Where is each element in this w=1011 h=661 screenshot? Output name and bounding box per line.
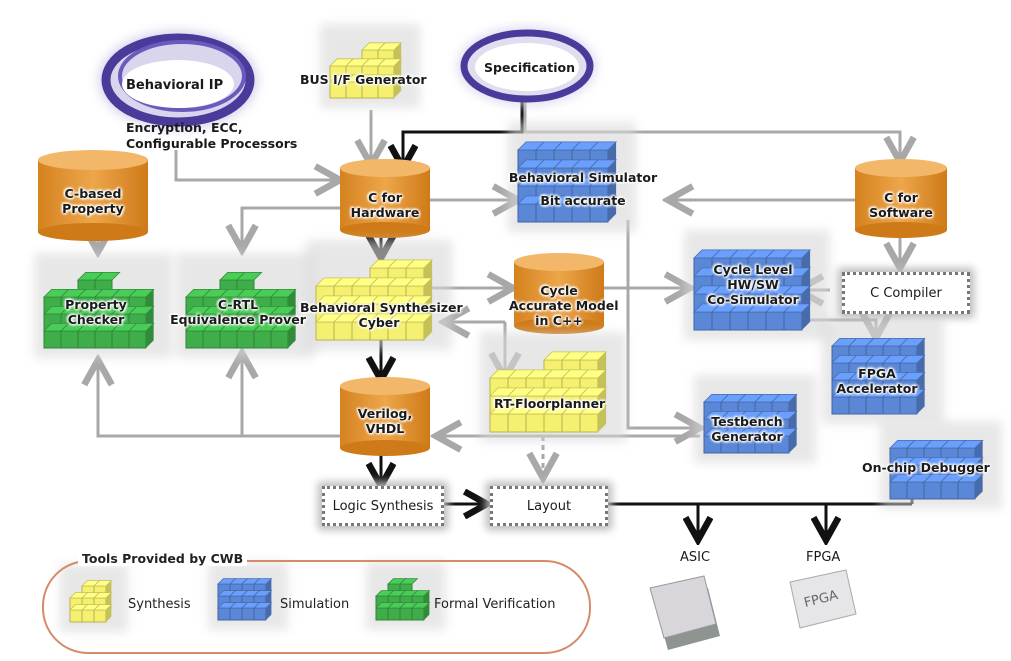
property-checker-line2: Checker xyxy=(67,312,125,327)
specification-ring xyxy=(457,26,597,106)
legend-synthesis-label: Synthesis xyxy=(128,597,191,612)
testbench-generator-cubes xyxy=(694,375,816,463)
on-chip-debugger-label[interactable]: On-chip Debugger xyxy=(862,460,990,475)
behavioral-ip-label[interactable]: Behavioral IP xyxy=(126,78,224,93)
c-rtl-prover-cubes xyxy=(176,253,315,358)
property-checker-line1: Property xyxy=(65,297,127,312)
behavioral-synthesizer-line1: Behavioral Synthesizer xyxy=(300,300,463,315)
co-simulator-cubes xyxy=(684,230,830,340)
behavioral-simulator-cubes xyxy=(508,122,636,232)
c-for-software-line2: Software xyxy=(869,205,933,220)
cycle-model-line2: Accurate Model xyxy=(509,298,619,313)
legend-simulation-label: Simulation xyxy=(280,597,350,612)
cycle-accurate-model-label[interactable]: Cycle Accurate Model in C++ xyxy=(509,283,619,328)
fpga-accelerator-label[interactable]: FPGA Accelerator xyxy=(832,366,922,396)
co-simulator-line1: Cycle Level xyxy=(713,262,793,277)
specification-label[interactable]: Specification xyxy=(484,60,575,75)
c-compiler-box[interactable]: C Compiler xyxy=(842,272,970,314)
bus-if-generator-label[interactable]: BUS I/F Generator xyxy=(300,72,427,87)
fpga-label: FPGA xyxy=(806,550,841,565)
c-rtl-prover-line2: Equivalence Prover xyxy=(170,312,306,327)
testbench-generator-line2: Generator xyxy=(711,429,783,444)
co-simulator-line3: Co-Simulator xyxy=(707,292,799,307)
verilog-vhdl-line1: Verilog, xyxy=(357,406,413,421)
behavioral-simulator-line1: Behavioral Simulator xyxy=(508,170,658,185)
bus-if-generator-cubes xyxy=(320,24,420,108)
c-for-software-line1: C for xyxy=(884,190,918,205)
behavioral-simulator-line2: Bit accurate xyxy=(540,193,626,208)
legend-formal-verification-label: Formal Verification xyxy=(434,597,556,612)
behavioral-synthesizer-cubes xyxy=(306,240,452,350)
c-for-hardware-line1: C for xyxy=(368,190,402,205)
fpga-accelerator-line1: FPGA xyxy=(858,366,896,381)
legend-formal-verification-icon xyxy=(366,562,446,630)
asic-chip-icon xyxy=(649,575,720,650)
behavioral-ip-note-line2: Configurable Processors xyxy=(126,136,298,151)
property-checker-label[interactable]: Property Checker xyxy=(56,297,136,327)
property-checker-cubes xyxy=(34,253,173,358)
behavioral-ip-ring xyxy=(98,30,258,130)
behavioral-synthesizer-line2: Cyber xyxy=(358,315,400,330)
layout-label: Layout xyxy=(526,498,572,514)
verilog-vhdl-label[interactable]: Verilog, VHDL xyxy=(345,406,425,436)
c-for-hardware-cylinder xyxy=(340,159,430,238)
c-for-software-label[interactable]: C for Software xyxy=(861,190,941,220)
fpga-chip-icon xyxy=(789,569,857,629)
legend-box xyxy=(42,560,591,654)
cycle-accurate-model-cylinder xyxy=(514,253,604,334)
c-compiler-label: C Compiler xyxy=(870,285,942,301)
c-based-property-line1: C-based xyxy=(64,186,122,201)
testbench-generator-label[interactable]: Testbench Generator xyxy=(702,414,792,444)
co-simulator-label[interactable]: Cycle Level HW/SW Co-Simulator xyxy=(700,262,806,307)
rt-floorplanner-cubes xyxy=(480,332,626,442)
c-for-hardware-label[interactable]: C for Hardware xyxy=(345,190,425,220)
verilog-vhdl-cylinder xyxy=(340,377,430,456)
c-rtl-prover-label[interactable]: C-RTL Equivalence Prover xyxy=(168,297,308,327)
c-based-property-line2: Property xyxy=(62,201,124,216)
legend-simulation-icon xyxy=(208,562,288,630)
co-simulator-line2: HW/SW xyxy=(727,277,779,292)
testbench-generator-line1: Testbench xyxy=(711,414,783,429)
on-chip-debugger-cubes xyxy=(880,421,1002,509)
c-rtl-prover-line1: C-RTL xyxy=(217,297,259,312)
behavioral-synthesizer-label[interactable]: Behavioral Synthesizer Cyber xyxy=(300,300,463,330)
c-based-property-cylinder xyxy=(38,150,148,241)
verilog-vhdl-line2: VHDL xyxy=(365,421,405,436)
behavioral-simulator-label[interactable]: Behavioral Simulator Bit accurate xyxy=(508,170,658,208)
layout-box[interactable]: Layout xyxy=(490,486,608,526)
rt-floorplanner-label[interactable]: RT-Floorplanner xyxy=(494,396,606,411)
c-for-hardware-line2: Hardware xyxy=(350,205,420,220)
c-for-software-cylinder xyxy=(855,159,947,238)
fpga-accelerator-cubes xyxy=(822,319,944,424)
fpga-accelerator-line2: Accelerator xyxy=(836,381,918,396)
behavioral-ip-note-line1: Encryption, ECC, xyxy=(126,120,243,135)
logic-synthesis-box[interactable]: Logic Synthesis xyxy=(322,486,444,526)
cycle-model-line3: in C++ xyxy=(535,313,583,328)
c-based-property-label[interactable]: C-based Property xyxy=(50,186,136,216)
cycle-model-line1: Cycle xyxy=(540,283,578,298)
logic-synthesis-label: Logic Synthesis xyxy=(332,498,434,514)
legend-title: Tools Provided by CWB xyxy=(78,551,248,566)
asic-label: ASIC xyxy=(680,550,711,565)
